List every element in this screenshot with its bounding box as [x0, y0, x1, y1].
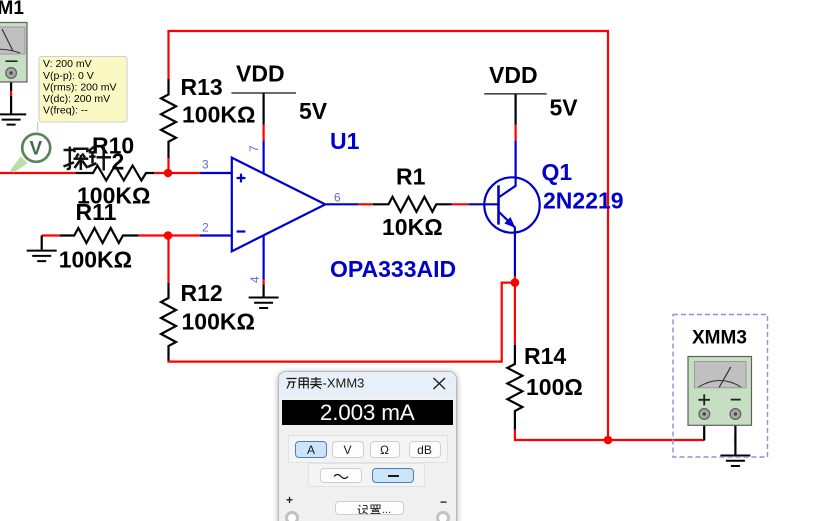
svg-text:100KΩ: 100KΩ	[182, 102, 255, 128]
svg-text:V(freq): --: V(freq): --	[43, 105, 88, 117]
svg-text:2: 2	[202, 221, 209, 235]
svg-text:R12: R12	[181, 280, 223, 306]
svg-text:Q1: Q1	[542, 159, 573, 185]
svg-text:V: V	[30, 139, 43, 160]
svg-text:R13: R13	[181, 74, 223, 100]
svg-text:U1: U1	[330, 128, 360, 154]
svg-text:100KΩ: 100KΩ	[182, 309, 255, 335]
svg-text:V(p-p): 0 V: V(p-p): 0 V	[43, 70, 94, 82]
svg-text:VDD: VDD	[489, 62, 538, 88]
svg-text:XMM1: XMM1	[0, 0, 24, 19]
svg-text:100Ω: 100Ω	[526, 374, 583, 400]
svg-text:100KΩ: 100KΩ	[77, 183, 150, 209]
svg-text:-XMM3: -XMM3	[323, 375, 365, 390]
svg-text:100KΩ: 100KΩ	[59, 247, 132, 273]
svg-text:5V: 5V	[299, 98, 328, 124]
svg-text:6: 6	[334, 191, 341, 205]
svg-text:XMM3: XMM3	[692, 328, 747, 349]
svg-text:2N2219: 2N2219	[543, 188, 624, 214]
svg-text:...: ...	[382, 504, 391, 516]
svg-text:VDD: VDD	[236, 61, 285, 87]
svg-text:3: 3	[202, 158, 209, 172]
svg-text:7: 7	[247, 145, 261, 152]
svg-text:2: 2	[112, 149, 125, 175]
svg-text:V: 200 mV: V: 200 mV	[43, 58, 92, 70]
svg-text:4: 4	[248, 276, 262, 283]
svg-text:V(rms): 200 mV: V(rms): 200 mV	[43, 81, 117, 93]
svg-text:5V: 5V	[550, 95, 579, 121]
svg-text:R10: R10	[92, 133, 134, 159]
svg-text:OPA333AID: OPA333AID	[330, 256, 456, 282]
svg-text:R11: R11	[76, 199, 117, 225]
svg-text:R1: R1	[396, 164, 426, 190]
svg-text:10KΩ: 10KΩ	[382, 214, 443, 240]
svg-text:V(dc): 200 mV: V(dc): 200 mV	[43, 93, 110, 105]
svg-text:R14: R14	[524, 343, 566, 369]
